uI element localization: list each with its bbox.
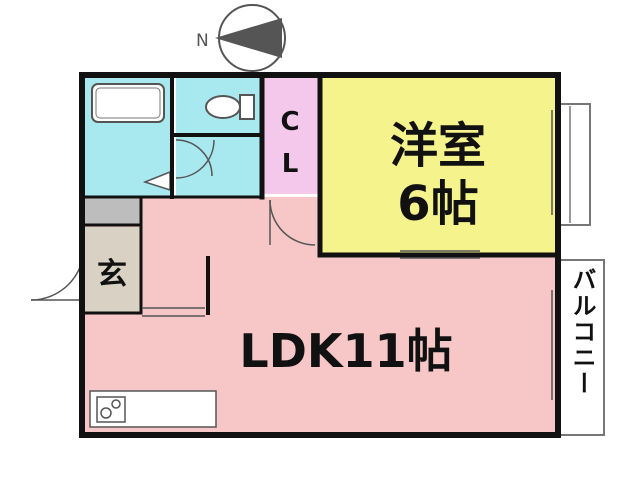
closet-label-line2: L [282,149,299,179]
western-room-floor [320,78,556,255]
interior-walls [82,75,559,315]
bathtub-icon [91,83,165,123]
western-room-size: 6帖 [397,176,478,232]
western-room-name: 洋室 [390,118,486,174]
storage-shelf [84,197,141,224]
balcony-label: バルコニー [568,267,596,397]
entrance-label: 玄 [97,257,127,292]
ldk-label: LDK11帖 [239,324,452,378]
outer-walls [79,72,561,438]
entrance-floor [84,227,141,313]
stove-icon [96,396,126,423]
washroom-floor [176,137,262,197]
toilet-icon [205,94,255,120]
bay-window [558,103,591,226]
closet-label-line1: C [280,107,299,137]
balcony-floor [559,259,605,436]
closet-floor [262,78,320,194]
compass-icon: N [196,4,286,72]
compass-north-label: N [196,31,209,51]
